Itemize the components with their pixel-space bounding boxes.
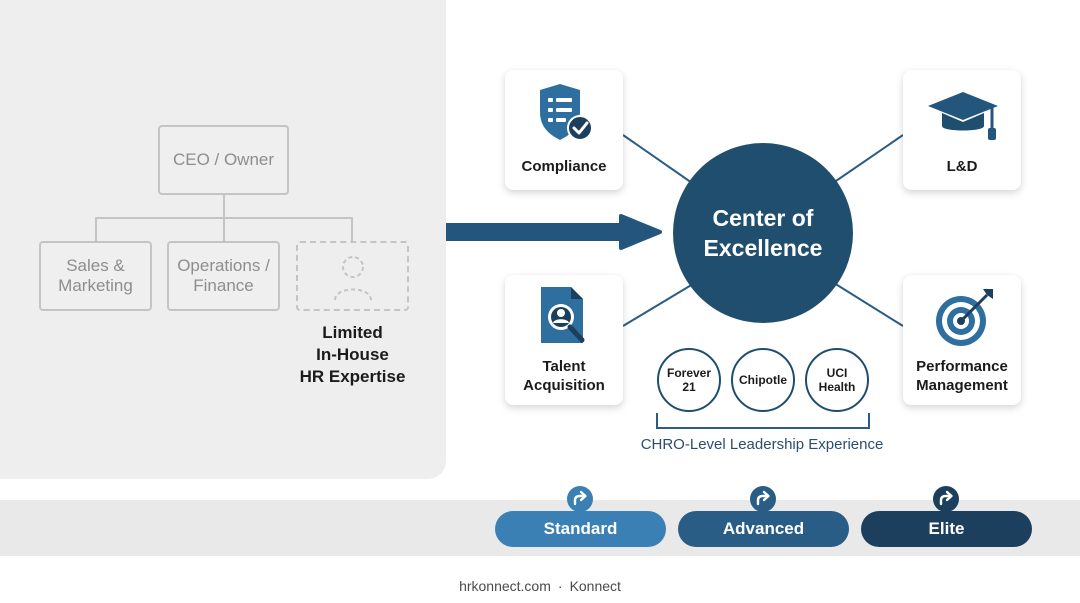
tier-elite[interactable]: Elite xyxy=(861,511,1032,547)
brand-forever21: Forever 21 xyxy=(657,348,721,412)
org-connector xyxy=(351,217,353,242)
document-search-icon xyxy=(541,287,585,343)
footer-site[interactable]: hrkonnect.com xyxy=(459,578,551,594)
target-icon xyxy=(936,289,993,346)
sales-marketing-box: Sales & Marketing xyxy=(39,241,152,311)
ld-card: L&D xyxy=(903,70,1021,190)
footer-brand: Konnect xyxy=(569,578,621,594)
performance-management-card: Performance Management xyxy=(903,275,1021,405)
brand-uci-health: UCI Health xyxy=(805,348,869,412)
graduation-cap-icon xyxy=(928,92,998,140)
footer-separator: · xyxy=(557,578,563,594)
compliance-card: Compliance xyxy=(505,70,623,190)
brand-chipotle: Chipotle xyxy=(731,348,795,412)
performance-management-label: Performance Management xyxy=(916,358,1008,394)
ld-label: L&D xyxy=(946,158,978,175)
operations-finance-box: Operations / Finance xyxy=(167,241,280,311)
limited-hr-expertise-label: Limited In-House HR Expertise xyxy=(299,323,406,386)
org-connector xyxy=(95,217,97,242)
brands-bracket xyxy=(656,413,870,429)
share-arrow-icon xyxy=(567,486,593,512)
share-arrow-icon xyxy=(933,486,959,512)
center-of-excellence: Center of Excellence xyxy=(673,143,853,323)
compliance-label: Compliance xyxy=(521,158,607,175)
tier-advanced[interactable]: Advanced xyxy=(678,511,849,547)
tier-standard[interactable]: Standard xyxy=(495,511,666,547)
chro-caption: CHRO-Level Leadership Experience xyxy=(640,436,884,453)
hr-placeholder-box xyxy=(296,241,409,311)
org-connector xyxy=(223,217,225,242)
org-connector xyxy=(223,194,225,218)
footer: hrkonnect.com · Konnect xyxy=(0,578,1080,594)
ceo-box: CEO / Owner xyxy=(158,125,289,195)
talent-acquisition-label: Talent Acquisition xyxy=(523,358,605,394)
talent-acquisition-card: Talent Acquisition xyxy=(505,275,623,405)
transition-arrow xyxy=(446,214,662,250)
share-arrow-icon xyxy=(750,486,776,512)
person-placeholder-icon xyxy=(333,256,372,301)
shield-check-icon xyxy=(540,84,593,141)
